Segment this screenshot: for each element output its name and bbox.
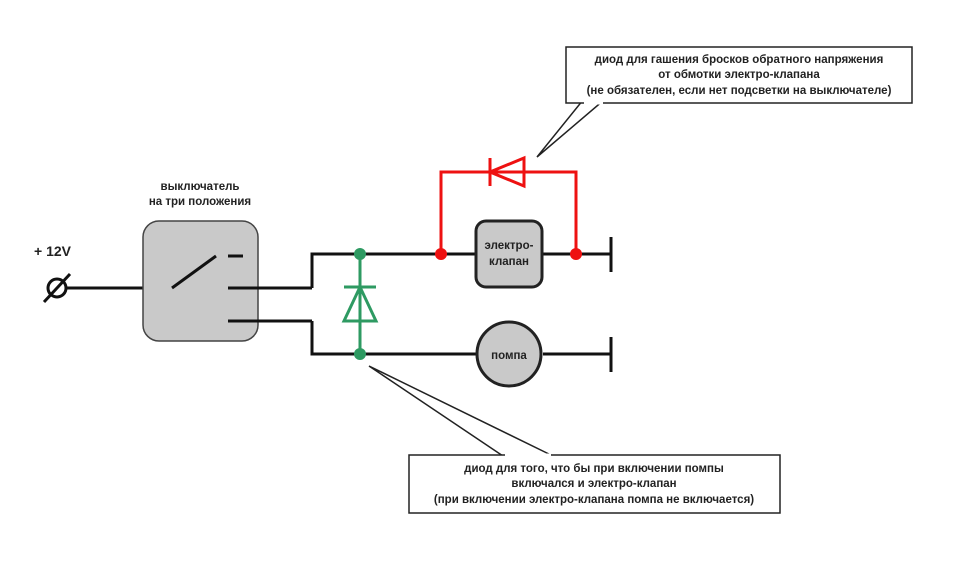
callout-bottom-line3: (при включении электро-клапана помпа не … [434, 494, 754, 506]
callout-top-line3: (не обязателен, если нет подсветки на вы… [587, 85, 892, 97]
valve-label-line2: клапан [489, 256, 529, 268]
coupling-node-top [354, 248, 366, 260]
switch-body [142, 220, 259, 342]
switch-label-line2: на три положения [149, 196, 251, 208]
coupling-node-bottom [354, 348, 366, 360]
valve-feed-wire [310, 252, 476, 288]
callout-bottom-box [408, 454, 781, 514]
switch-label-line1: выключатель [161, 181, 240, 193]
callout-top-line1: диод для гашения бросков обратного напря… [595, 54, 884, 66]
supply-label: + 12V [34, 243, 72, 259]
flyback-diode [439, 155, 578, 254]
pump-feed-wire [310, 321, 476, 356]
pump-body [475, 320, 543, 388]
callout-bottom-line2: включался и электро-клапан [511, 478, 676, 490]
flyback-node-right [570, 248, 582, 260]
switch-lever [171, 254, 217, 290]
callout-bottom-line1: диод для того, что бы при включении помп… [464, 463, 724, 475]
valve-label-line1: электро- [485, 240, 534, 252]
callout-top-line2: от обмотки электро-клапана [658, 69, 820, 81]
valve-body [474, 219, 544, 289]
pump-label: помпа [491, 350, 527, 362]
coupling-diode [341, 254, 379, 354]
flyback-node-left [435, 248, 447, 260]
callout-top-box [565, 46, 913, 104]
callout-top-pointer [536, 99, 607, 158]
